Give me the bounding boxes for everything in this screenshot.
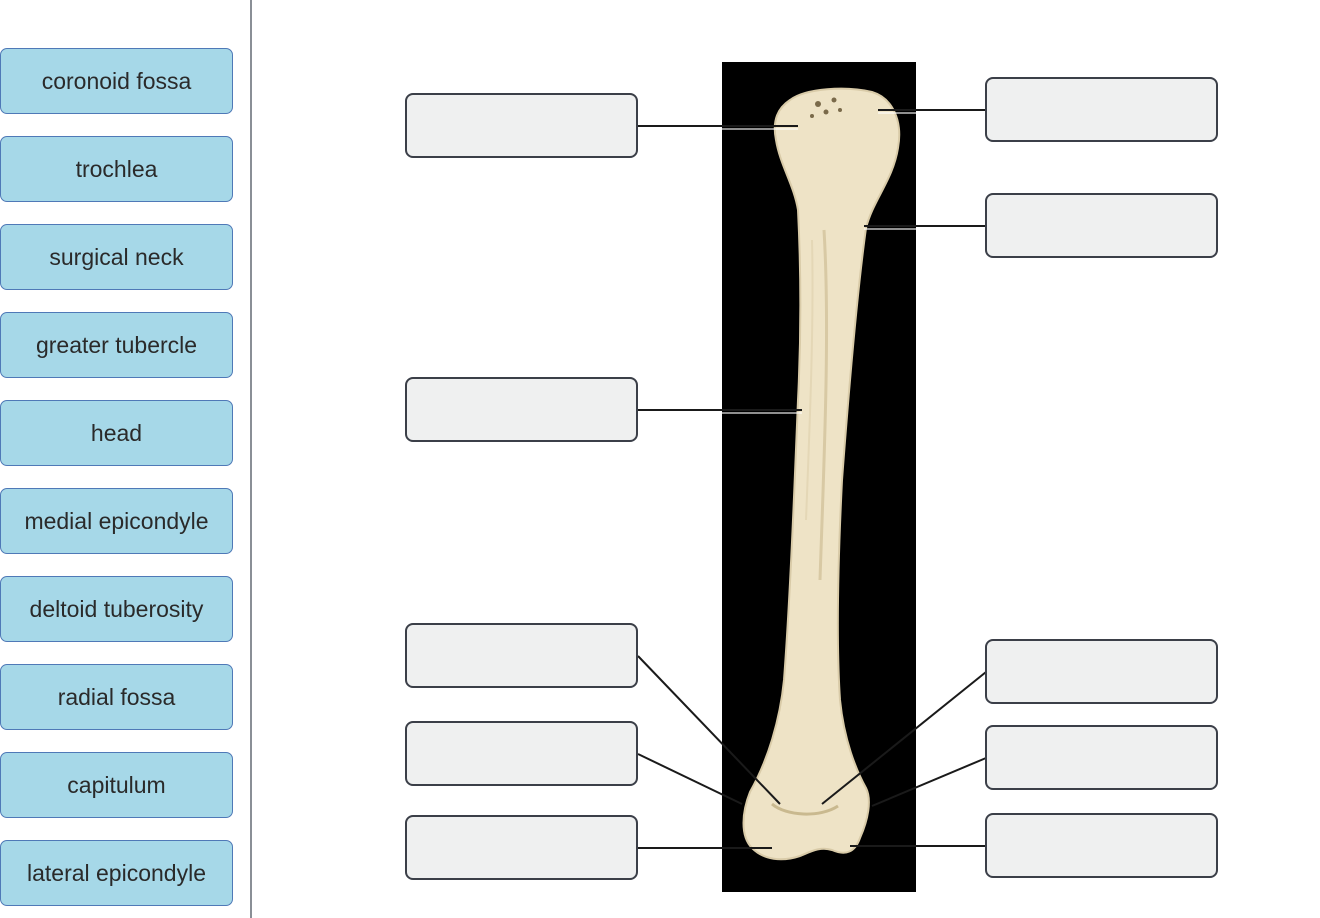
humerus-bone-image (742, 87, 901, 861)
leader-line-3 (637, 655, 781, 805)
label-greater-tubercle[interactable]: greater tubercle (0, 312, 233, 378)
drop-target-1[interactable] (405, 93, 638, 158)
drop-target-3[interactable] (405, 623, 638, 688)
drop-target-9[interactable] (985, 725, 1218, 790)
label-radial-fossa[interactable]: radial fossa (0, 664, 233, 730)
leader-line-9 (871, 757, 987, 807)
drop-target-4[interactable] (405, 721, 638, 786)
label-trochlea[interactable]: trochlea (0, 136, 233, 202)
drop-target-2[interactable] (405, 377, 638, 442)
label-coronoid-fossa[interactable]: coronoid fossa (0, 48, 233, 114)
leader-line-8 (821, 671, 987, 805)
drop-target-8[interactable] (985, 639, 1218, 704)
leader-line-4 (637, 753, 743, 805)
label-medial-epicondyle[interactable]: medial epicondyle (0, 488, 233, 554)
drop-target-6[interactable] (985, 77, 1218, 142)
drop-target-5[interactable] (405, 815, 638, 880)
leader-lines (637, 109, 987, 849)
label-capitulum[interactable]: capitulum (0, 752, 233, 818)
label-lateral-epicondyle[interactable]: lateral epicondyle (0, 840, 233, 906)
label-deltoid-tuberosity[interactable]: deltoid tuberosity (0, 576, 233, 642)
label-surgical-neck[interactable]: surgical neck (0, 224, 233, 290)
image-background (722, 62, 916, 892)
drop-target-7[interactable] (985, 193, 1218, 258)
label-head[interactable]: head (0, 400, 233, 466)
drop-target-10[interactable] (985, 813, 1218, 878)
label-bank: coronoid fossa trochlea surgical neck gr… (0, 0, 252, 918)
